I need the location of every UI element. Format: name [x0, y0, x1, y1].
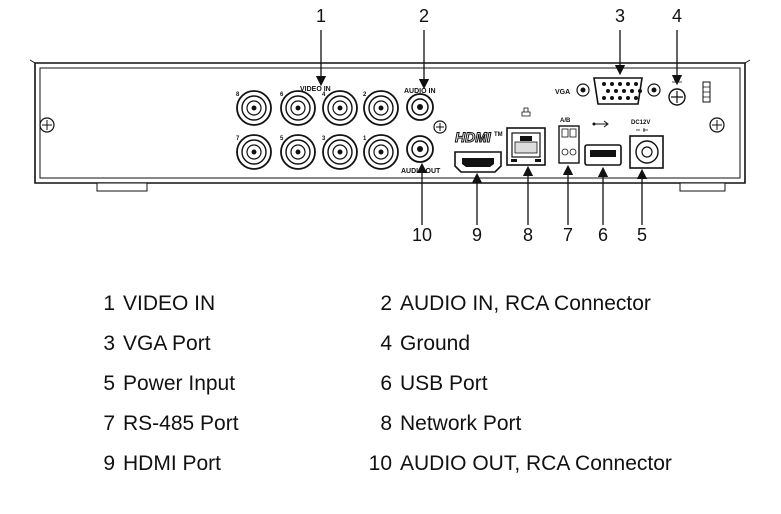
legend-item-number: 10 — [368, 452, 392, 475]
power-label: DC12V — [631, 120, 650, 126]
callout-number: 2 — [419, 6, 429, 26]
bnc-channel-label: 6 — [280, 92, 284, 98]
legend-item: 9 HDMI Port — [85, 452, 221, 476]
callout-number: 5 — [637, 225, 647, 245]
usb-symbol-icon — [592, 120, 609, 128]
legend-item-number: 6 — [380, 372, 392, 395]
audio-out-label: AUDIO OUT — [401, 168, 441, 175]
bnc-channel-label: 4 — [322, 92, 326, 98]
callout-number: 9 — [472, 225, 482, 245]
hdmi-logo-label: HDMI — [455, 129, 492, 145]
ground-terminal-icon — [668, 77, 686, 106]
callout-number: 6 — [598, 225, 608, 245]
power-jack-icon — [629, 135, 664, 169]
legend-item-text: VIDEO IN — [123, 292, 216, 315]
vga-port-icon — [576, 77, 661, 105]
audio-out-rca-icon — [406, 135, 434, 163]
callout-number: 8 — [523, 225, 533, 245]
legend-item-number: 5 — [103, 372, 115, 395]
legend-item-text: Ground — [400, 332, 471, 355]
bnc-connectors: 8 6 4 2 7 5 3 1 — [236, 90, 399, 170]
legend-item-text: Network Port — [400, 412, 522, 435]
callout-number: 1 — [316, 6, 326, 26]
bnc-channel-label: 2 — [363, 92, 367, 98]
legend-item-text: HDMI Port — [123, 452, 222, 475]
vent-icon — [702, 81, 711, 103]
legend-item-number: 1 — [103, 292, 115, 315]
bnc-connector-icon: 7 — [236, 134, 272, 170]
network-port-icon — [506, 107, 546, 166]
video-in-label: VIDEO IN — [300, 86, 331, 93]
callout-8: 8 — [522, 165, 534, 245]
legend-item-text: AUDIO IN, RCA Connector — [400, 292, 651, 315]
usb-port-icon — [584, 144, 622, 166]
legend-item: 10 AUDIO OUT, RCA Connector — [362, 452, 672, 476]
callout-7: 7 — [562, 164, 574, 245]
hdmi-tm-label: TM — [494, 132, 503, 138]
callout-number: 7 — [563, 225, 573, 245]
legend-item: 8 Network Port — [362, 412, 521, 436]
callout-6: 6 — [597, 166, 609, 245]
legend-item-text: USB Port — [400, 372, 488, 395]
rear-panel-diagram: VIDEO IN 8 6 4 2 7 5 3 1 AUDIO IN AUDIO OUT HDM… — [29, 6, 751, 245]
legend-item: 5 Power Input — [85, 372, 235, 396]
hdmi-port-icon — [454, 151, 502, 173]
legend-item-number: 8 — [380, 412, 392, 435]
legend-item-number: 9 — [103, 452, 115, 475]
rs485-label: A/B — [560, 118, 571, 124]
legend-item-text: AUDIO OUT, RCA Connector — [400, 452, 672, 475]
callout-10: 10 — [412, 162, 432, 245]
rs485-terminal-icon — [558, 125, 580, 164]
bnc-connector-icon: 8 — [236, 90, 272, 126]
callout-4: 4 — [671, 6, 683, 86]
legend-item: 3 VGA Port — [85, 332, 211, 356]
legend-item-text: RS-485 Port — [123, 412, 239, 435]
bnc-channel-label: 1 — [363, 136, 367, 142]
bnc-channel-label: 3 — [322, 136, 326, 142]
bnc-connector-icon: 3 — [322, 134, 358, 170]
screw-left-icon — [39, 117, 55, 133]
legend-item-text: Power Input — [123, 372, 236, 395]
callout-markers: 1 2 3 4 10 9 8 7 6 5 — [315, 6, 683, 245]
bnc-connector-icon: 6 — [280, 90, 316, 126]
callout-5: 5 — [636, 168, 648, 245]
callout-3: 3 — [614, 6, 626, 76]
audio-in-label: AUDIO IN — [404, 88, 436, 95]
bnc-connector-icon: 1 — [363, 134, 399, 170]
audio-in-rca-icon — [406, 93, 434, 121]
bnc-channel-label: 5 — [280, 136, 284, 142]
callout-2: 2 — [418, 6, 430, 90]
legend-item-text: VGA Port — [123, 332, 211, 355]
bnc-connector-icon: 4 — [322, 90, 358, 126]
audio-ground-icon — [433, 120, 447, 134]
legend-item: 6 USB Port — [362, 372, 488, 396]
legend-item: 2 AUDIO IN, RCA Connector — [362, 292, 651, 316]
legend-item: 4 Ground — [362, 332, 470, 356]
legend-item-number: 2 — [380, 292, 392, 315]
bnc-connector-icon: 2 — [363, 90, 399, 126]
legend-item-number: 4 — [380, 332, 392, 355]
callout-number: 4 — [672, 6, 682, 26]
bnc-channel-label: 8 — [236, 92, 240, 98]
callout-number: 10 — [412, 225, 432, 245]
legend-item: 1 VIDEO IN — [85, 292, 215, 316]
legend-item-number: 7 — [103, 412, 115, 435]
bnc-connector-icon: 5 — [280, 134, 316, 170]
callout-1: 1 — [315, 6, 327, 87]
legend-item-number: 3 — [103, 332, 115, 355]
vga-label: VGA — [555, 89, 570, 96]
callout-number: 3 — [615, 6, 625, 26]
legend-item: 7 RS-485 Port — [85, 412, 239, 436]
bnc-channel-label: 7 — [236, 136, 240, 142]
screw-right-icon — [709, 117, 725, 133]
callout-9: 9 — [471, 172, 483, 245]
